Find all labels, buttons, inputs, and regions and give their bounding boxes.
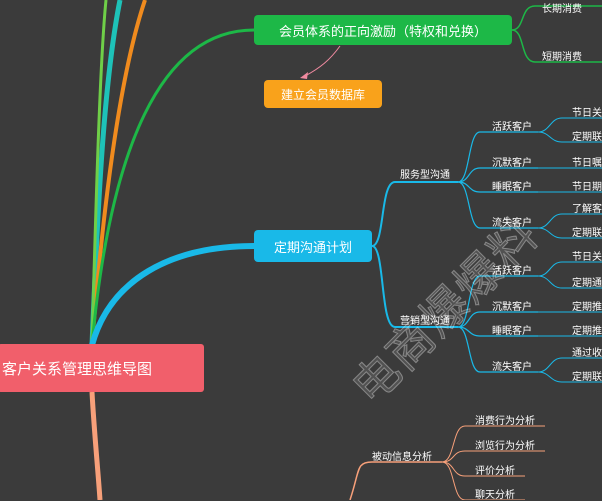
node-passive-chat[interactable]: 聊天分析 xyxy=(475,490,515,501)
node-service-active[interactable]: 活跃客户 xyxy=(492,122,532,133)
node-service-lost-2[interactable]: 定期联 xyxy=(572,228,602,239)
branch-blue xyxy=(89,243,255,346)
node-member-db[interactable]: 建立会员数据库 xyxy=(264,80,382,108)
node-service-silent[interactable]: 沉默客户 xyxy=(492,158,532,169)
node-marketing-silent-1[interactable]: 定期推 xyxy=(572,302,602,313)
node-marketing-lost[interactable]: 流失客户 xyxy=(492,362,532,373)
node-service-active-2[interactable]: 定期联 xyxy=(572,132,602,143)
node-marketing-comm[interactable]: 营销型沟通 xyxy=(400,316,450,327)
node-marketing-active-1[interactable]: 节日关 xyxy=(572,252,602,263)
node-service-lost[interactable]: 流失客户 xyxy=(492,218,532,229)
node-marketing-sleep-1[interactable]: 定期推 xyxy=(572,326,602,337)
node-passive-consume[interactable]: 消费行为分析 xyxy=(475,416,535,427)
node-service-silent-1[interactable]: 节日嘱 xyxy=(572,158,602,169)
node-service-active-1[interactable]: 节日关 xyxy=(572,108,602,119)
branch-green xyxy=(90,28,255,346)
node-long-term[interactable]: 长期消费 xyxy=(542,4,582,15)
branch-lightgreen xyxy=(90,0,108,346)
node-marketing-lost-1[interactable]: 通过收 xyxy=(572,348,602,359)
node-marketing-active-2[interactable]: 定期通 xyxy=(572,278,602,289)
node-short-term[interactable]: 短期消费 xyxy=(542,52,582,63)
branch-salmon xyxy=(89,391,103,500)
node-service-sleep[interactable]: 睡眠客户 xyxy=(492,182,532,193)
node-service-comm[interactable]: 服务型沟通 xyxy=(400,170,450,181)
node-comm-plan[interactable]: 定期沟通计划 xyxy=(254,230,372,262)
node-incentive[interactable]: 会员体系的正向激励（特权和兑换） xyxy=(254,15,512,45)
node-marketing-silent[interactable]: 沉默客户 xyxy=(492,302,532,313)
node-marketing-lost-2[interactable]: 定期联 xyxy=(572,372,602,383)
node-marketing-active[interactable]: 活跃客户 xyxy=(492,266,532,277)
node-marketing-sleep[interactable]: 睡眠客户 xyxy=(492,326,532,337)
node-passive-review[interactable]: 评价分析 xyxy=(475,466,515,477)
node-passive-browse[interactable]: 浏览行为分析 xyxy=(475,441,535,452)
node-service-lost-1[interactable]: 了解客 xyxy=(572,204,602,215)
root-node[interactable]: 客户关系管理思维导图 xyxy=(0,344,204,392)
node-service-sleep-1[interactable]: 节日期 xyxy=(572,182,602,193)
node-passive-analysis[interactable]: 被动信息分析 xyxy=(372,452,432,463)
